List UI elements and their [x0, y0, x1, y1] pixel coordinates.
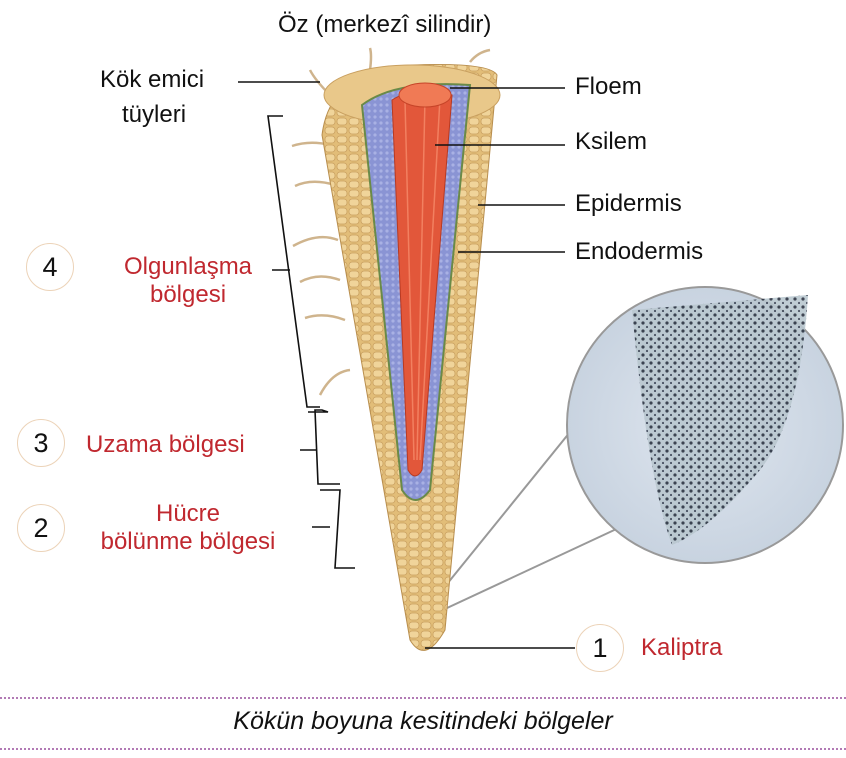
zone-4-number: 4	[26, 243, 74, 291]
zone-4-label: Olgunlaşma bölgesi	[98, 253, 278, 309]
zone-1-label: Kaliptra	[641, 634, 723, 661]
zone-2-line-2: bölünme bölgesi	[100, 528, 276, 555]
zone-4-line-2: bölgesi	[149, 281, 227, 308]
divider-bottom	[0, 748, 846, 750]
zone-4-line-1: Olgunlaşma	[123, 253, 253, 280]
label-ksilem: Ksilem	[575, 128, 648, 155]
micrograph-tissue	[632, 295, 808, 545]
leader-lines	[238, 81, 575, 649]
zone-2-label: Hücre bölünme bölgesi	[78, 500, 298, 556]
label-endodermis: Endodermis	[575, 238, 704, 265]
zone-3-number: 3	[17, 419, 65, 467]
label-root-hairs-1: Kök emici	[100, 66, 205, 93]
zone-2-number: 2	[17, 504, 65, 552]
zone-3-label: Uzama bölgesi	[86, 431, 245, 458]
divider-top	[0, 697, 846, 699]
zone-1-number: 1	[576, 624, 624, 672]
magnifier-line	[431, 524, 626, 616]
zone-2-line-1: Hücre	[155, 500, 221, 527]
label-epidermis: Epidermis	[575, 190, 682, 217]
label-root-hairs-2: tüyleri	[122, 101, 187, 128]
figure-caption: Kökün boyuna kesitindeki bölgeler	[233, 707, 613, 735]
label-stele: Öz (merkezî silindir)	[278, 11, 492, 38]
label-floem: Floem	[575, 73, 642, 100]
